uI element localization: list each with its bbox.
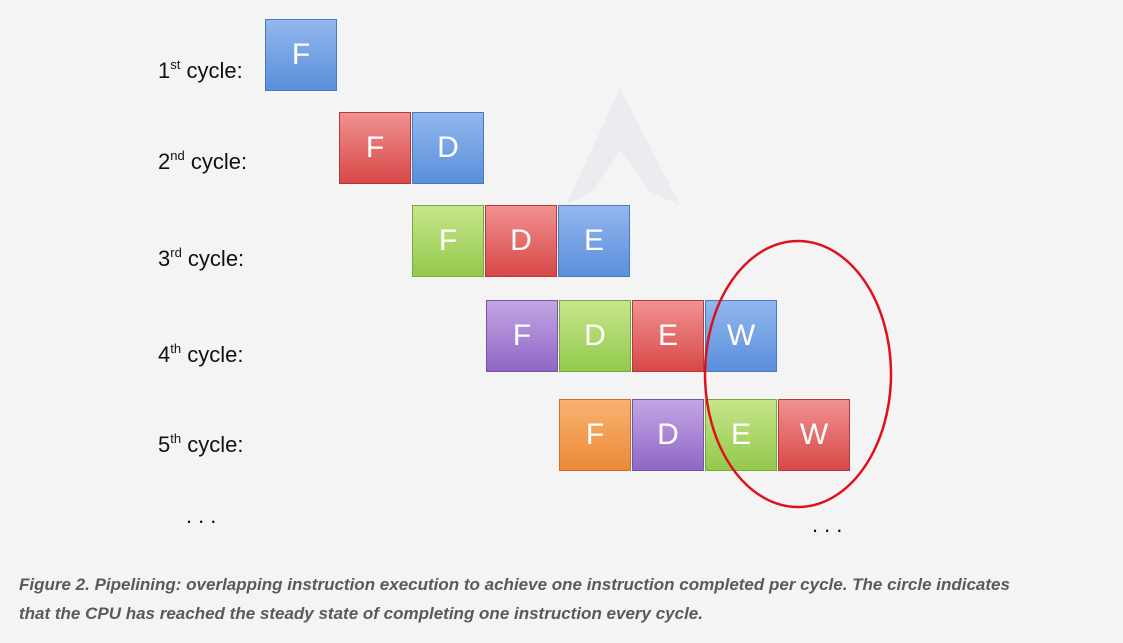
cycle-number: 5 [158,432,171,457]
cycle-word: cycle: [181,246,245,271]
cycle-ordinal-suffix: st [170,57,181,72]
cycle-number: 3 [158,246,171,271]
figure-caption: Figure 2. Pipelining: overlapping instru… [19,575,1010,623]
pipeline-stage-box: F [265,19,337,91]
cycle-number: 2 [158,149,171,174]
cycle-label: 2nd cycle: [158,149,247,175]
pipeline-stage-box: D [559,300,631,372]
pipeline-stage-box: E [705,399,777,471]
ellipsis-right: ... [812,512,849,537]
pipeline-stage-box: F [559,399,631,471]
cycle-number: 1 [158,58,171,83]
cycle-word: cycle: [181,342,244,367]
cycle-word: cycle: [184,149,248,174]
pipeline-stage-box: W [705,300,777,372]
cycle-number: 4 [158,342,171,367]
pipeline-stage-box: D [412,112,484,184]
cycle-label: 4th cycle: [158,342,243,368]
ellipsis-left: ... [186,503,223,528]
cycle-word: cycle: [181,432,244,457]
pipeline-stage-box: F [412,205,484,277]
pipeline-stage-box: D [485,205,557,277]
pipeline-stage-box: F [486,300,558,372]
cycle-label: 1st cycle: [158,58,243,84]
cycle-word: cycle: [180,58,243,83]
cycle-ordinal-suffix: rd [170,245,182,260]
pipeline-stage-box: D [632,399,704,471]
pipeline-stage-box: E [632,300,704,372]
cycle-ordinal-suffix: nd [170,148,185,163]
pipeline-stage-box: E [558,205,630,277]
cycle-ordinal-suffix: th [170,431,182,446]
cycle-label: 3rd cycle: [158,246,244,272]
pipeline-stage-box: W [778,399,850,471]
pipeline-stage-box: F [339,112,411,184]
cycle-ordinal-suffix: th [170,341,182,356]
cycle-label: 5th cycle: [158,432,243,458]
